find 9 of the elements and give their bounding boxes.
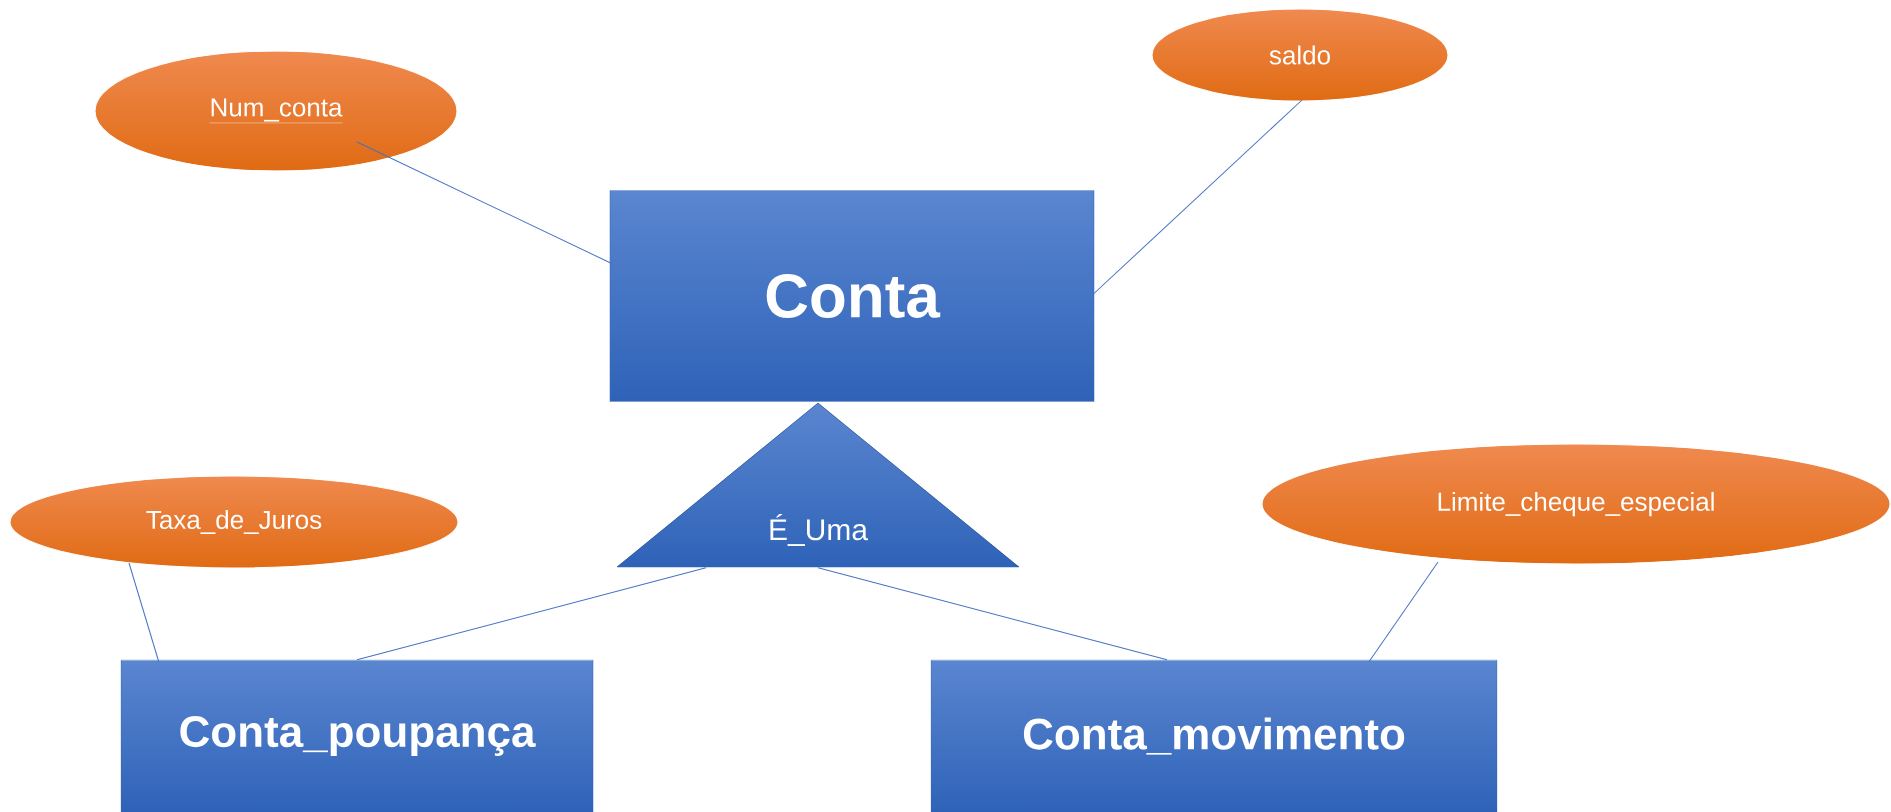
specialization-triangle: É_Uma — [616, 402, 1020, 568]
connector-line — [128, 562, 160, 663]
entity-box: Conta — [609, 190, 1095, 402]
connector-line — [817, 567, 1168, 661]
connector-line — [356, 141, 614, 265]
entity-box: Conta_poupança — [120, 659, 594, 812]
connector-line — [1368, 561, 1439, 663]
connector-line — [356, 567, 707, 661]
entity-box: Conta_movimento — [930, 659, 1498, 812]
